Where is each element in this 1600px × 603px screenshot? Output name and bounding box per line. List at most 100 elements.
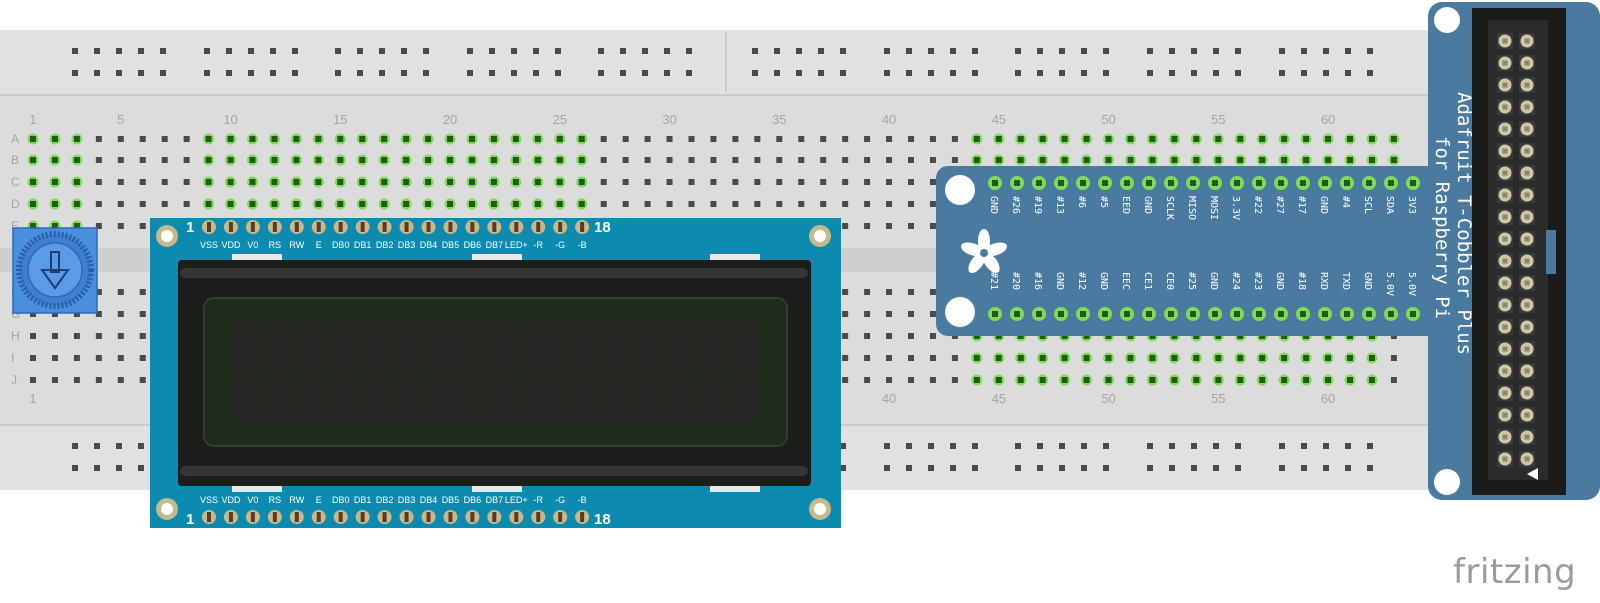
rail-hole	[1323, 48, 1329, 54]
breadboard-hole	[30, 223, 36, 229]
breadboard-hole	[908, 223, 914, 229]
cobbler-pin-label: #13	[1054, 196, 1065, 214]
column-number: 1	[29, 391, 36, 406]
rail-hole	[138, 48, 144, 54]
breadboard-hole	[95, 157, 102, 163]
breadboard-hole	[600, 136, 607, 142]
breadboard-hole	[249, 179, 256, 185]
breadboard-hole	[117, 289, 124, 295]
breadboard-hole	[644, 136, 651, 142]
breadboard-hole	[754, 179, 761, 185]
rail-hole	[1147, 443, 1153, 449]
breadboard-hole	[929, 223, 936, 229]
breadboard-hole	[842, 157, 849, 163]
breadboard-hole	[139, 355, 146, 361]
rail-hole	[94, 70, 100, 76]
lcd-pin-label: DB0	[332, 495, 350, 505]
rail-hole	[1169, 465, 1175, 471]
rail-hole	[774, 70, 780, 76]
breadboard-hole	[1259, 355, 1266, 361]
breadboard-hole	[117, 157, 124, 163]
breadboard-hole	[820, 136, 827, 142]
rail-hole	[467, 48, 473, 54]
cobbler-pin-label: 5.0V	[1384, 272, 1395, 296]
column-number: 55	[1211, 391, 1225, 406]
rail-hole	[226, 70, 232, 76]
rail-hole	[1279, 70, 1285, 76]
rail-hole	[884, 443, 890, 449]
breadboard-hole	[271, 201, 278, 207]
lcd-pin-label: DB4	[420, 240, 438, 250]
lcd-char-cell	[495, 373, 527, 422]
breadboard-hole	[842, 136, 849, 142]
breadboard-hole	[139, 223, 146, 229]
breadboard-hole	[842, 179, 849, 185]
cobbler-pin-label: GND	[1362, 272, 1373, 290]
breadboard-hole	[1061, 355, 1068, 361]
breadboard-hole	[381, 201, 388, 207]
breadboard-hole	[995, 377, 1002, 383]
lcd-mounting-holes	[156, 225, 831, 520]
rail-hole	[686, 48, 692, 54]
row-label: C	[11, 175, 20, 189]
rail-hole	[357, 48, 363, 54]
cobbler-pin-label: EEC	[1120, 272, 1131, 290]
breadboard-hole	[1061, 377, 1068, 383]
breadboard-hole	[864, 289, 871, 295]
breadboard-hole	[1127, 355, 1134, 361]
breadboard-hole	[886, 201, 893, 207]
lcd-pin-label: RS	[269, 495, 282, 505]
breadboard-hole	[30, 311, 36, 317]
cobbler-pin-label: #12	[1076, 272, 1087, 290]
rail-hole	[620, 70, 626, 76]
cobbler-pin-label: #20	[1010, 272, 1021, 290]
rail-hole	[116, 465, 122, 471]
lcd-char-cell	[397, 373, 428, 422]
breadboard-hole	[95, 223, 102, 229]
breadboard-hole	[469, 201, 475, 207]
breadboard-hole	[403, 179, 410, 185]
breadboard-hole	[929, 157, 936, 163]
rail-hole	[116, 48, 122, 54]
breadboard-hole	[578, 179, 585, 185]
row-label: H	[11, 329, 20, 343]
rail-hole	[511, 70, 517, 76]
rail-hole	[1169, 443, 1175, 449]
rail-hole	[1213, 465, 1219, 471]
breadboard-hole	[249, 136, 256, 142]
breadboard-hole	[359, 201, 366, 207]
breadboard-hole	[117, 377, 124, 383]
lcd-char-cell	[659, 322, 690, 371]
breadboard-hole	[1281, 377, 1288, 383]
lcd-pin-start-top: 1	[186, 219, 194, 236]
rail-hole	[972, 48, 978, 54]
breadboard-hole	[1193, 136, 1200, 142]
breadboard-hole	[117, 179, 124, 185]
breadboard-hole	[490, 136, 497, 142]
breadboard-hole	[732, 201, 739, 207]
breadboard-hole	[271, 179, 278, 185]
cobbler-header: Adafruit T-Cobbler Plus for Raspberry Pi	[1428, 2, 1600, 500]
lcd-char-cell	[691, 322, 723, 371]
rail-hole	[1323, 465, 1329, 471]
breadboard-hole	[710, 136, 717, 142]
breadboard-hole	[1325, 355, 1332, 361]
rail-hole	[401, 70, 407, 76]
rail-hole	[906, 48, 912, 54]
lcd-char-cell	[364, 373, 396, 422]
breadboard-hole	[951, 136, 958, 142]
breadboard-hole	[51, 355, 58, 361]
rail-hole	[1147, 70, 1153, 76]
breadboard-hole	[995, 157, 1002, 163]
breadboard-hole	[908, 157, 914, 163]
breadboard-hole	[842, 355, 849, 361]
cobbler-pin-label: #23	[1252, 272, 1263, 290]
breadboard-hole	[30, 377, 36, 383]
rail-hole	[928, 48, 934, 54]
rail-hole	[1213, 443, 1219, 449]
breadboard-hole	[447, 179, 454, 185]
breadboard-hole	[73, 377, 80, 383]
breadboard-hole	[644, 157, 651, 163]
breadboard-hole	[73, 201, 80, 207]
breadboard-hole	[51, 311, 58, 317]
